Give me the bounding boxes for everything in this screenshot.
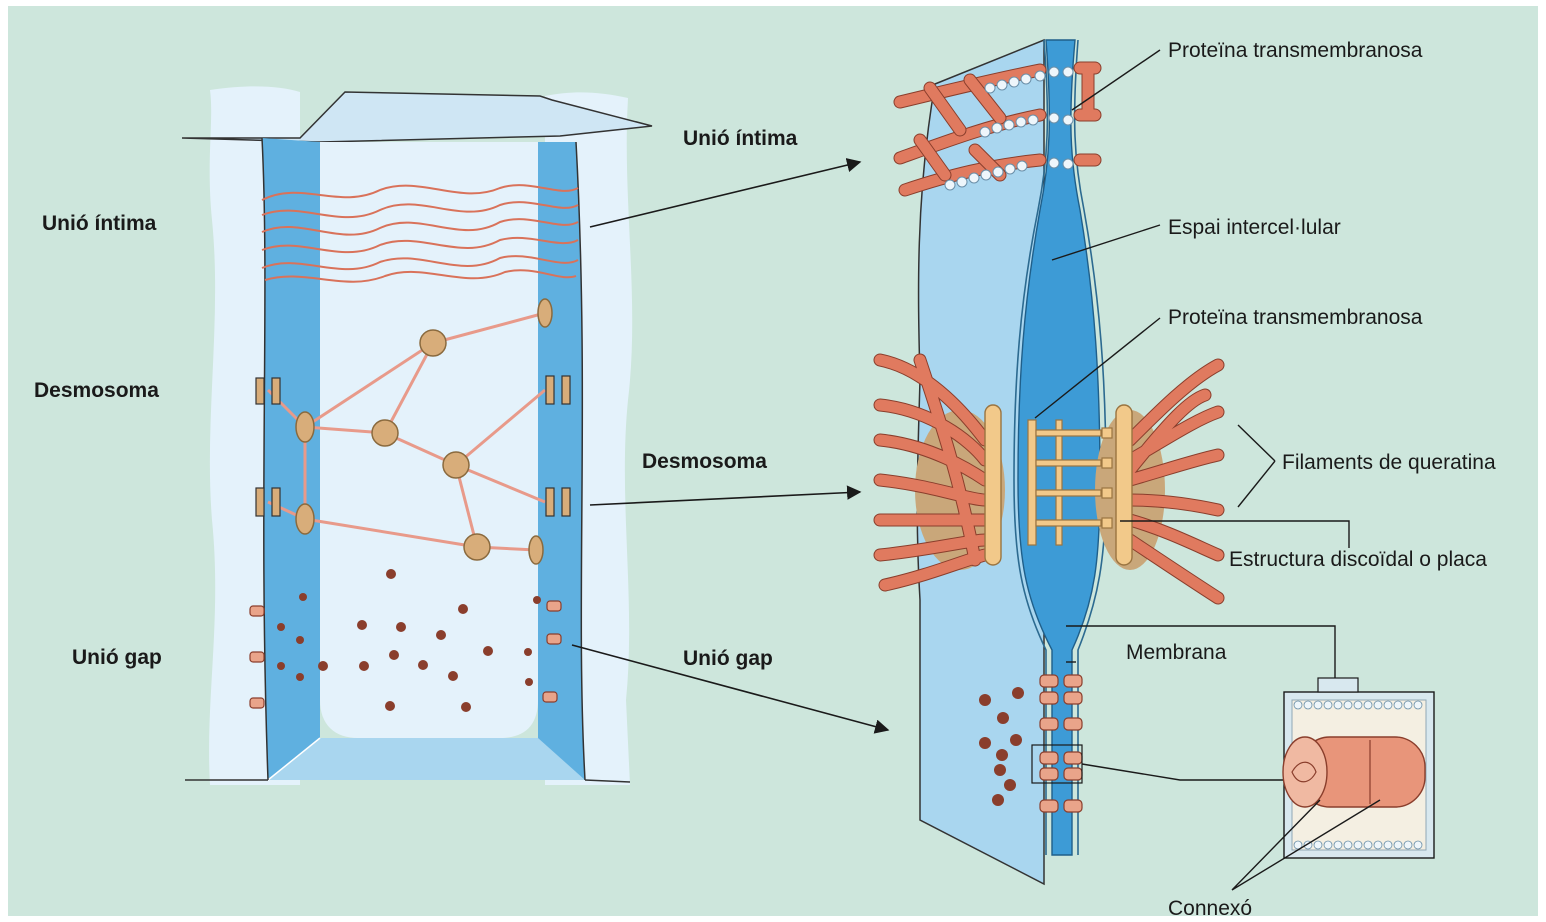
middle-label-desmosome: Desmosoma	[642, 450, 767, 473]
middle-cell	[320, 142, 538, 738]
plaque-right	[1116, 405, 1132, 565]
label-plaque: Estructura discoïdal o placa	[1229, 548, 1487, 571]
left-membrane-wall	[262, 138, 320, 780]
left-label-tight-junction: Unió íntima	[42, 212, 157, 235]
bottom-surface	[268, 738, 585, 780]
label-connexon: Connexó	[1168, 897, 1252, 920]
label-keratin-filaments: Filaments de queratina	[1282, 451, 1496, 474]
left-cell-illustration	[182, 86, 652, 785]
label-intercellular-space: Espai intercel·lular	[1168, 216, 1341, 239]
membrane-inset	[1283, 678, 1434, 858]
plaque-left	[985, 405, 1001, 565]
middle-label-gap-junction: Unió gap	[683, 647, 773, 670]
right-membrane-wall	[538, 142, 585, 780]
middle-label-tight-junction: Unió íntima	[683, 127, 798, 150]
left-label-gap-junction: Unió gap	[72, 646, 162, 669]
label-transmembrane-protein-2: Proteïna transmembranosa	[1168, 306, 1423, 329]
label-transmembrane-protein-1: Proteïna transmembranosa	[1168, 39, 1423, 62]
left-label-desmosome: Desmosoma	[34, 379, 159, 402]
label-membrane: Membrana	[1126, 641, 1227, 664]
